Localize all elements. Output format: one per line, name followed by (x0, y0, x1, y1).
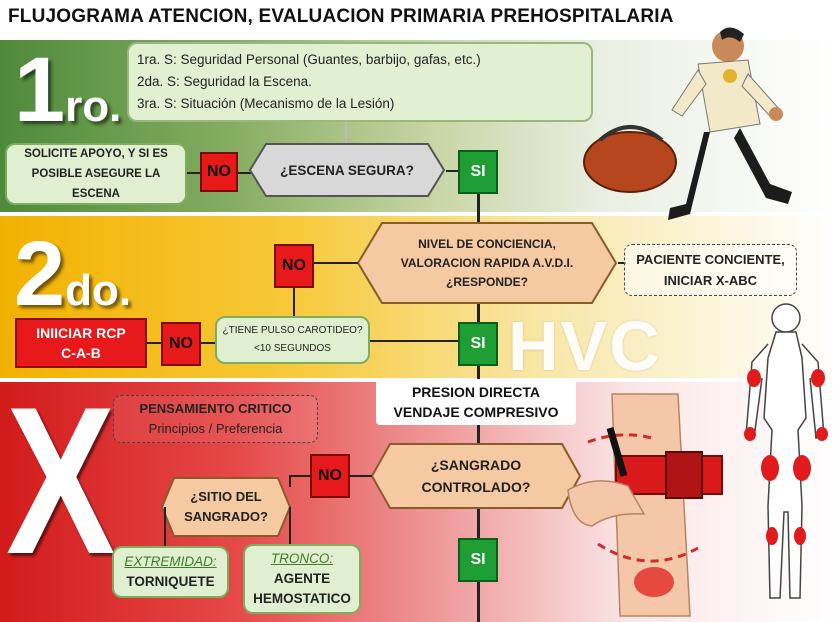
extremity-label: EXTREMIDAD: (124, 554, 217, 569)
connector-no-question (238, 172, 252, 174)
bleeding-line-1: ¿SANGRADO (430, 457, 522, 473)
rescuer-running-illustration (583, 27, 792, 220)
si-bleeding-box: SI (458, 538, 498, 582)
no-pulse-box: NO (161, 322, 201, 366)
section-2-suffix: do. (65, 266, 132, 315)
section-2-number: 2 (14, 223, 66, 325)
pressure-line-1: PRESION DIRECTA (411, 384, 541, 400)
connector-s-list (345, 122, 347, 144)
trunk-label: TRONCO: (270, 551, 334, 566)
consciousness-line-3: ¿RESPONDE? (445, 274, 528, 289)
bleeding-question-text: ¿SANGRADO CONTROLADO? (370, 442, 582, 510)
connector-site-trunk (289, 507, 291, 545)
rcp-line-1: INIICIAR RCP (36, 325, 126, 341)
critical-line-1: PENSAMIENTO CRITICO (139, 401, 292, 416)
no-consciousness-box: NO (274, 244, 314, 288)
conscious-line-2: INICIAR X-ABC (663, 273, 758, 288)
s-item-3: 3ra. S: Situación (Mecanismo de la Lesió… (137, 96, 395, 111)
pulse-line-1: ¿TIENE PULSO CAROTIDEO? (222, 325, 363, 336)
body-bleeding-points-diagram (744, 303, 828, 599)
connector-pulse-si (370, 340, 458, 342)
critical-thinking-box: PENSAMIENTO CRITICO Principios / Prefere… (113, 395, 318, 443)
direct-pressure-box: PRESION DIRECTA VENDAJE COMPRESIVO (376, 379, 576, 425)
connector-site-extremity (164, 507, 166, 547)
s-item-2: 2da. S: Seguridad la Escena. (137, 74, 312, 89)
connector-no-pulse-box (201, 342, 216, 344)
section-3-label: X (6, 363, 116, 598)
rcp-line-2: C-A-B (61, 345, 101, 361)
section-2-label: 2do. (14, 228, 131, 320)
connector-no-pulse (293, 288, 295, 316)
consciousness-question-text: NIVEL DE CONCIENCIA, VALORACION RAPIDA A… (356, 221, 618, 305)
scene-question-text: ¿ESCENA SEGURA? (280, 162, 414, 178)
trunk-action-1: AGENTE (273, 571, 331, 586)
critical-line-2: Principios / Preferencia (148, 421, 283, 436)
seguridad-s-list: 1ra. S: Seguridad Personal (Guantes, bar… (127, 42, 593, 122)
hvc-watermark: HVC (508, 307, 662, 385)
connector-no-site (290, 475, 310, 477)
no-scene-box: NO (200, 152, 238, 192)
help-line-2: POSIBLE ASEGURE LA ESCENA (31, 168, 161, 200)
section-1-suffix: ro. (65, 82, 122, 131)
site-question-hexagon (160, 477, 292, 537)
connector-rcp-no (147, 342, 162, 344)
no-bleeding-box: NO (310, 454, 350, 498)
site-question-text: ¿SITIO DEL SANGRADO? (160, 476, 292, 538)
s-item-1: 1ra. S: Seguridad Personal (Guantes, bar… (137, 52, 481, 67)
consciousness-question-hexagon (356, 222, 618, 304)
si-scene-box: SI (458, 150, 498, 194)
consciousness-line-2: VALORACION RAPIDA A.V.D.I. (400, 255, 574, 270)
site-line-1: ¿SITIO DEL (190, 489, 262, 504)
connector-no-bleeding (350, 475, 372, 477)
bleeding-line-2: CONTROLADO? (421, 479, 531, 495)
connector-site-vertical (289, 475, 291, 487)
connector-no-top (314, 262, 358, 264)
connector-question-si (446, 170, 460, 172)
solicite-apoyo-box: SOLICITE APOYO, Y SI ES POSIBLE ASEGURE … (5, 143, 187, 205)
section-1-label: 1ro. (14, 44, 121, 136)
connector-conscious (618, 262, 626, 264)
trunk-box: TRONCO: AGENTE HEMOSTATICO (243, 544, 361, 614)
conscious-line-1: PACIENTE CONCIENTE, (636, 252, 785, 267)
conscious-patient-box: PACIENTE CONCIENTE, INICIAR X-ABC (624, 244, 797, 296)
si-pulse-box: SI (458, 322, 498, 366)
pressure-line-2: VENDAJE COMPRESIVO (393, 404, 559, 420)
bleeding-question-hexagon (370, 443, 582, 509)
help-line-1: SOLICITE APOYO, Y SI ES (24, 148, 168, 160)
trunk-action-2: HEMOSTATICO (253, 591, 351, 606)
consciousness-line-1: NIVEL DE CONCIENCIA, (418, 236, 556, 251)
rcp-box: INIICIAR RCP C-A-B (15, 318, 147, 368)
scene-question-hexagon (248, 143, 446, 197)
extremity-action: TORNIQUETE (126, 574, 215, 589)
extremity-box: EXTREMIDAD: TORNIQUETE (112, 546, 229, 598)
pulse-line-2: <10 SEGUNDOS (254, 343, 331, 354)
section-1-number: 1 (14, 39, 66, 141)
connector-help-no (187, 172, 201, 174)
pulse-question-box: ¿TIENE PULSO CAROTIDEO? <10 SEGUNDOS (215, 316, 370, 364)
tourniquet-arm-illustration (567, 393, 723, 617)
site-line-2: SANGRADO? (184, 509, 268, 524)
page-title: FLUJOGRAMA ATENCION, EVALUACION PRIMARIA… (8, 6, 674, 27)
